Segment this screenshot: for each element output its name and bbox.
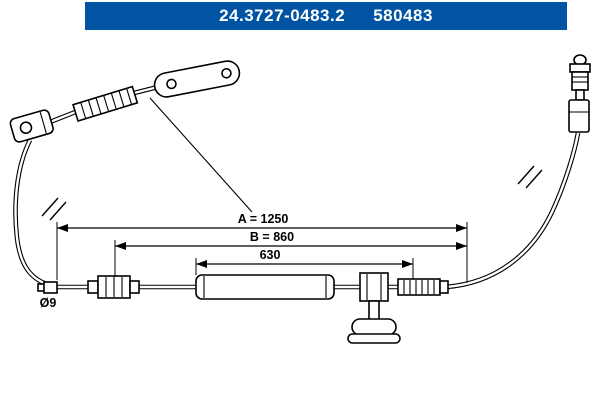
leader-line — [149, 97, 253, 213]
center-mount — [347, 272, 401, 344]
grommet-foot — [351, 318, 397, 336]
diameter-label: Ø9 — [40, 296, 57, 310]
ribbed-section — [397, 278, 449, 296]
threaded-end-stud — [37, 281, 58, 294]
diagram-canvas: A = 1250 B = 860 630 Ø9 — [0, 30, 600, 400]
header-bar: 24.3727-0483.2 580483 — [85, 2, 567, 30]
dimension-sleeve: 630 — [195, 248, 414, 279]
cable-diagram: A = 1250 B = 860 630 Ø9 — [9, 54, 591, 344]
catalog-number: 580483 — [373, 6, 433, 25]
dimension-b-label: B = 860 — [250, 230, 294, 244]
dimension-a: A = 1250 — [56, 212, 468, 283]
right-cable-run — [445, 132, 581, 290]
section-marks — [41, 165, 543, 221]
mounting-bracket — [153, 60, 241, 98]
protective-sleeve — [195, 274, 335, 300]
dimension-a-label: A = 1250 — [238, 212, 289, 226]
upper-cable-run — [49, 84, 159, 125]
clevis-end-fitting — [9, 109, 54, 143]
part-number: 24.3727-0483.2 — [219, 6, 346, 25]
dimension-b: B = 860 — [114, 230, 467, 277]
cable-end-fitting — [568, 54, 591, 133]
dimension-sleeve-label: 630 — [260, 248, 281, 262]
left-cable-run — [13, 138, 57, 290]
rubber-boot — [72, 85, 139, 122]
adjuster-body — [87, 275, 140, 299]
